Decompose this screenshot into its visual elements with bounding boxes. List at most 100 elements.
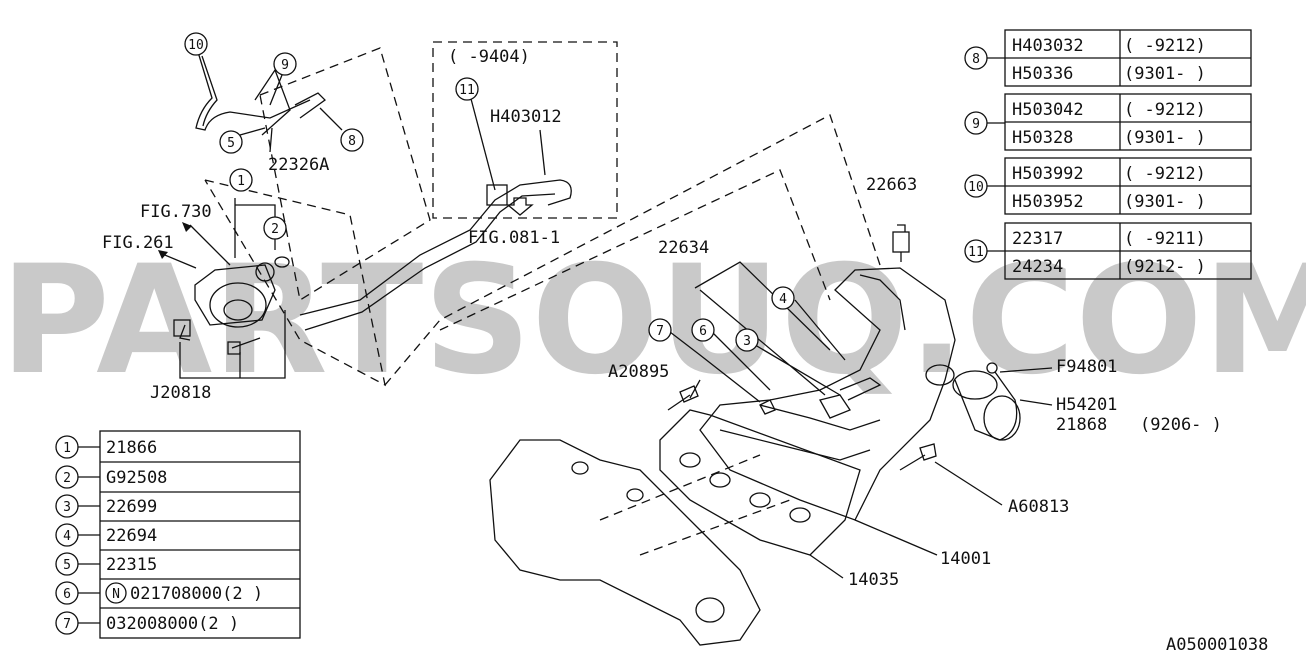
block-bolt-2 bbox=[626, 488, 644, 502]
pipe-clip-11 bbox=[486, 184, 508, 206]
leader-fig261 bbox=[159, 252, 197, 269]
leader-9 bbox=[269, 74, 283, 106]
manifold-runner-2 bbox=[759, 404, 881, 431]
variant-9-range-2: (9301- ) bbox=[1124, 128, 1206, 148]
variant-9-part-2: H50328 bbox=[1012, 128, 1073, 148]
manifold-neck bbox=[859, 274, 906, 331]
variant-8-range-2: (9301- ) bbox=[1124, 64, 1206, 84]
range-top-label: ( -9404) bbox=[448, 47, 530, 67]
legend-part-4: 22694 bbox=[106, 526, 157, 546]
leader-1 bbox=[234, 198, 276, 258]
label-fig081: FIG.081-1 bbox=[468, 228, 560, 248]
gasket-hole-2 bbox=[709, 472, 731, 488]
callout-10-circle bbox=[184, 32, 208, 56]
legend-circle-3 bbox=[55, 494, 79, 518]
callout-1-circle bbox=[229, 168, 253, 192]
dashed-pipe-lower bbox=[439, 169, 831, 331]
legend-prefix-circle bbox=[105, 582, 127, 604]
variant-10-part-2: H503952 bbox=[1012, 192, 1084, 212]
thermostat-housing bbox=[209, 282, 267, 328]
variant-table-9-rules bbox=[1005, 94, 1251, 150]
legend-part-3: 22699 bbox=[106, 497, 157, 517]
leader-j20818 bbox=[179, 310, 286, 379]
variant-9-part-1: H503042 bbox=[1012, 100, 1084, 120]
legend-num-6: 6 bbox=[63, 587, 71, 602]
legend-part-2: G92508 bbox=[106, 468, 167, 488]
gasket-hole-3 bbox=[749, 492, 771, 508]
legend-table-rules bbox=[100, 461, 300, 609]
leader-h54201 bbox=[1019, 399, 1053, 406]
variant-8-part-2: H50336 bbox=[1012, 64, 1073, 84]
bolt-j20818-a bbox=[179, 324, 191, 341]
leader-22326a bbox=[269, 127, 273, 153]
leader-fig730 bbox=[189, 224, 231, 266]
callout-4: 4 bbox=[779, 292, 787, 307]
oil-filter-face bbox=[983, 395, 1021, 441]
filter-adapter bbox=[952, 370, 998, 400]
leader-14035 bbox=[809, 554, 844, 579]
label-h403012: H403012 bbox=[490, 107, 562, 127]
variant-table-10-rules bbox=[1005, 158, 1251, 214]
variant-circle-11 bbox=[964, 239, 988, 263]
manifold-runner-1 bbox=[719, 429, 871, 461]
bolt-head-a bbox=[173, 319, 191, 337]
clamp-9 bbox=[254, 68, 291, 136]
variant-10-range-1: ( -9212) bbox=[1124, 164, 1206, 184]
variant-10-range-2: (9301- ) bbox=[1124, 192, 1206, 212]
callout-4-circle bbox=[771, 286, 795, 310]
gasket-hole-4 bbox=[789, 507, 811, 523]
label-21868: 21868 bbox=[1056, 415, 1107, 435]
callout-2-circle bbox=[263, 216, 287, 240]
linework bbox=[78, 41, 1053, 646]
water-pipe-upper bbox=[299, 179, 572, 316]
legend-num-2: 2 bbox=[63, 471, 71, 486]
variant-11-range-2: (9212- ) bbox=[1124, 257, 1206, 277]
thermostat-cap bbox=[255, 262, 275, 282]
bolt-head-b bbox=[227, 341, 241, 355]
leader-a20895 bbox=[689, 379, 701, 399]
variant-table-11-rules bbox=[1005, 223, 1251, 279]
leader-11 bbox=[469, 94, 496, 191]
legend-table: 1 2 3 4 5 6 7 N 21866 G92508 22699 22694… bbox=[55, 430, 301, 639]
leader-8 bbox=[319, 107, 343, 131]
label-f94801: F94801 bbox=[1056, 357, 1117, 377]
gasket-hole-1 bbox=[679, 452, 701, 468]
callout-11-circle bbox=[455, 77, 479, 101]
callout-3: 3 bbox=[743, 334, 751, 349]
legend-num-1: 1 bbox=[63, 441, 71, 456]
bolt-a60813 bbox=[899, 443, 937, 471]
label-21868-range: (9206- ) bbox=[1140, 415, 1222, 435]
callout-2: 2 bbox=[271, 222, 279, 237]
legend-circle-6 bbox=[55, 581, 79, 605]
arrowhead-fig261 bbox=[158, 250, 168, 259]
callout-3-circle bbox=[735, 328, 759, 352]
legend-table-frame bbox=[99, 430, 301, 639]
diagram-code: A050001038 bbox=[1166, 635, 1268, 653]
arrow-fig081 bbox=[506, 197, 534, 216]
legend-num-7: 7 bbox=[63, 617, 71, 632]
callout-circles bbox=[184, 32, 795, 352]
label-22663: 22663 bbox=[866, 175, 917, 195]
leaders-22634-group bbox=[669, 261, 846, 403]
variant-9-range-1: ( -9212) bbox=[1124, 100, 1206, 120]
water-pipe-lower bbox=[304, 193, 556, 331]
variant-tables: 8 9 10 11 H403032 ( -9212) H50336 (9301-… bbox=[964, 29, 1252, 280]
callout-1: 1 bbox=[237, 174, 245, 189]
label-14001: 14001 bbox=[940, 549, 991, 569]
callout-9-circle bbox=[273, 52, 297, 76]
variant-circle-10 bbox=[964, 174, 988, 198]
variant-num-9: 9 bbox=[972, 117, 980, 132]
callout-6: 6 bbox=[699, 324, 707, 339]
variant-num-10: 10 bbox=[968, 180, 984, 195]
label-a20895: A20895 bbox=[608, 362, 669, 382]
thermostat-outlet bbox=[223, 299, 253, 321]
dashed-guide-1 bbox=[599, 454, 761, 521]
legend-circle-5 bbox=[55, 552, 79, 576]
label-fig261: FIG.261 bbox=[102, 233, 174, 253]
callout-9: 9 bbox=[281, 58, 289, 73]
block-port bbox=[695, 597, 725, 623]
leader-a60813 bbox=[934, 461, 1003, 506]
dashed-region-hose bbox=[259, 47, 431, 302]
callout-numbers: 10 9 5 8 1 2 11 4 7 6 3 bbox=[188, 38, 787, 349]
